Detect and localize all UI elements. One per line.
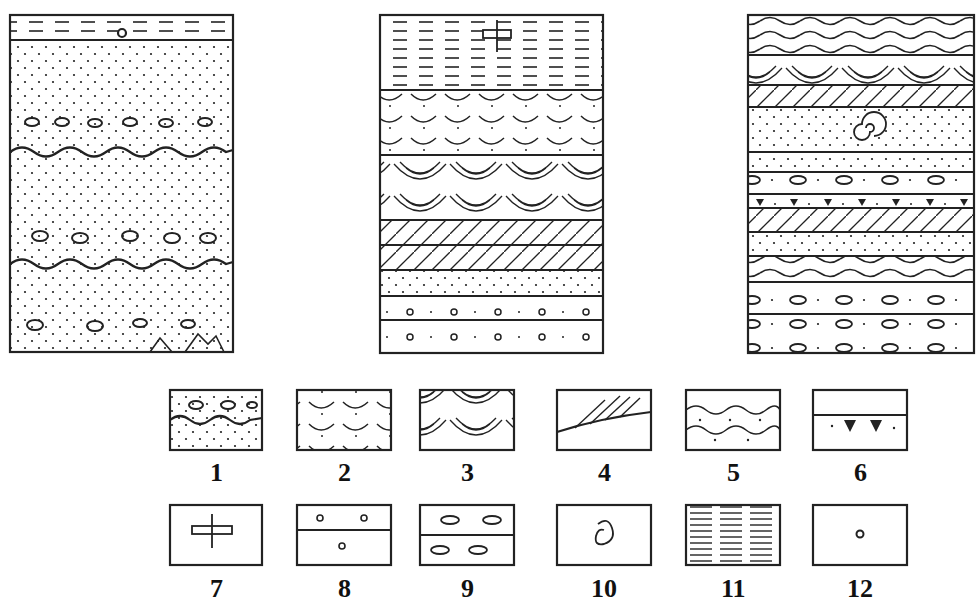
legend-number: 12	[847, 576, 873, 602]
legend-number: 10	[591, 576, 617, 602]
legend-number: 11	[721, 576, 746, 602]
legend-number: 3	[461, 460, 474, 486]
legend-number: 1	[210, 460, 223, 486]
legend-number: 6	[854, 460, 867, 486]
legend-number: 9	[461, 576, 474, 602]
legend-number: 7	[210, 576, 223, 602]
legend-number: 5	[727, 460, 740, 486]
legend-number: 8	[338, 576, 351, 602]
legend-number: 4	[598, 460, 611, 486]
legend-number: 2	[338, 460, 351, 486]
